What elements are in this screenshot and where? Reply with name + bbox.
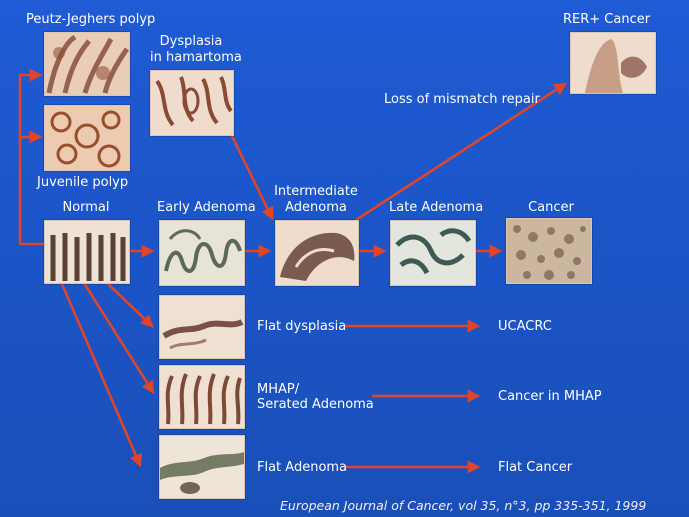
label-flat-dysplasia: Flat dysplasia xyxy=(257,319,347,334)
dysplasia-hamartoma-image xyxy=(150,70,234,136)
label-mhap-line1: MHAP/ xyxy=(257,382,300,397)
label-cancer: Cancer xyxy=(528,200,574,215)
juvenile-polyp-image xyxy=(44,105,130,171)
label-late-adenoma: Late Adenoma xyxy=(389,200,484,215)
label-loss-mismatch-repair: Loss of mismatch repair xyxy=(384,92,540,107)
cancer-image xyxy=(506,218,592,284)
arrow-normal-to-branches xyxy=(18,68,44,246)
arrow-normal-to-mhap xyxy=(82,282,155,395)
label-juvenile-polyp: Juvenile polyp xyxy=(37,175,129,190)
label-ucacrc: UCACRC xyxy=(498,319,552,334)
arrow-dysplasia-to-intermediate xyxy=(228,131,274,221)
peutz-jeghers-image xyxy=(44,32,130,96)
intermediate-adenoma-image xyxy=(275,220,359,286)
label-peutz-jeghers: Peutz-Jeghers polyp xyxy=(26,12,156,27)
label-early-adenoma: Early Adenoma xyxy=(157,200,256,215)
label-normal: Normal xyxy=(62,200,110,215)
arrow-normal-to-flat-dysplasia xyxy=(105,281,154,328)
label-intermediate-line1: Intermediate xyxy=(274,184,358,199)
citation: European Journal of Cancer, vol 35, n°3,… xyxy=(280,498,647,513)
label-flat-adenoma: Flat Adenoma xyxy=(257,460,348,475)
rer-cancer-image xyxy=(570,32,656,94)
early-adenoma-image xyxy=(159,220,245,286)
arrow-normal-to-flat-adenoma xyxy=(60,283,142,468)
label-dysplasia-hamartoma-line1: Dysplasia xyxy=(159,34,223,49)
label-rer-cancer: RER+ Cancer xyxy=(563,12,651,27)
label-cancer-in-mhap: Cancer in MHAP xyxy=(498,389,602,404)
arrow-intermediate-to-rer xyxy=(355,82,568,222)
label-intermediate-line2: Adenoma xyxy=(285,200,347,215)
label-dysplasia-hamartoma-line2: in hamartoma xyxy=(150,50,242,65)
flat-dysplasia-image xyxy=(159,295,245,359)
label-mhap-line2: Serated Adenoma xyxy=(257,397,374,412)
mhap-image xyxy=(159,365,245,429)
label-flat-cancer: Flat Cancer xyxy=(498,460,573,475)
normal-image xyxy=(44,220,130,284)
late-adenoma-image xyxy=(390,220,476,286)
flat-adenoma-image xyxy=(159,435,245,499)
